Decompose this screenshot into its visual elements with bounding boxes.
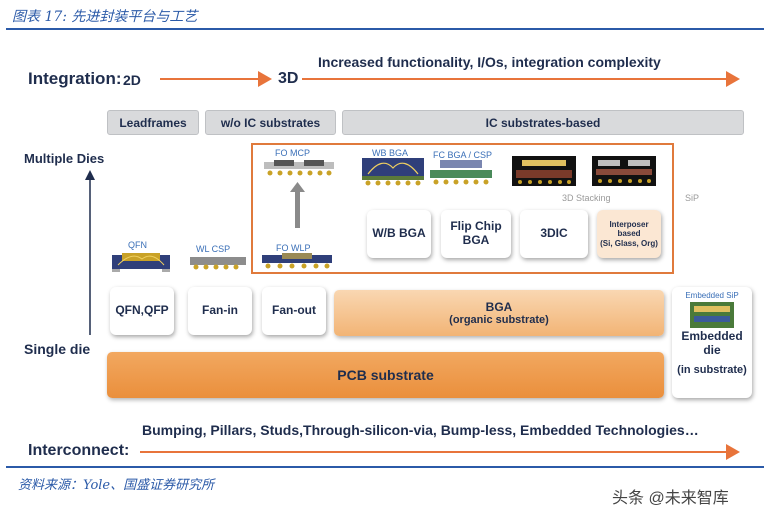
card-interposer-based: Interposer based (Si, Glass, Org) xyxy=(597,210,661,258)
top-divider xyxy=(6,28,764,30)
pkg-label-fo-wlp: FO WLP xyxy=(276,243,311,253)
interconnect-description: Bumping, Pillars, Studs,Through-silicon-… xyxy=(142,422,699,438)
interposer-line-3: (Si, Glass, Org) xyxy=(600,238,658,248)
integration-to: 3D xyxy=(278,70,299,87)
fo-mcp-package-icon xyxy=(264,160,334,176)
card-fan-out: Fan-out xyxy=(262,287,326,335)
wo-ic-substrates-header: w/o IC substrates xyxy=(205,110,336,135)
flip-chip-line-2: BGA xyxy=(462,233,490,247)
interconnect-label: Interconnect: xyxy=(28,442,130,459)
pkg-label-wb-bga: WB BGA xyxy=(372,148,409,158)
pkg-label-qfn: QFN xyxy=(128,240,147,250)
interposer-package-icon xyxy=(592,156,656,186)
bga-label: BGA xyxy=(485,300,513,314)
watermark: 头条 @未来智库 xyxy=(612,490,729,507)
wl-csp-package-icon xyxy=(190,257,246,270)
fc-bga-package-icon xyxy=(430,160,492,185)
pkg-label-fc-bga-csp: FC BGA / CSP xyxy=(433,150,493,160)
leadframes-header: Leadframes xyxy=(107,110,199,135)
integration-label: Integration: xyxy=(28,69,122,88)
card-qfn-qfp: QFN,QFP xyxy=(110,287,174,335)
flip-chip-line-1: Flip Chip xyxy=(450,219,502,234)
source-note: 资料来源：Yole、国盛证券研究所 xyxy=(18,478,215,493)
figure-caption: 图表 17: 先进封装平台与工艺 xyxy=(12,9,198,25)
interposer-line-2: based xyxy=(617,229,641,239)
card-flip-chip-bga: Flip Chip BGA xyxy=(441,210,511,258)
qfn-package-icon xyxy=(112,253,170,272)
3dic-package-icon xyxy=(512,156,576,186)
wb-bga-package-icon xyxy=(362,158,424,186)
integration-description: Increased functionality, I/Os, integrati… xyxy=(318,54,661,70)
card-wb-bga: W/B BGA xyxy=(367,210,431,258)
bottom-divider xyxy=(6,466,764,468)
card-3dic: 3DIC xyxy=(520,210,588,258)
embedded-sip-package-icon xyxy=(690,302,734,329)
embedded-die-line-1: Embedded xyxy=(681,329,743,344)
ic-substrate-frame xyxy=(251,143,674,274)
fo-wlp-package-icon xyxy=(262,253,332,269)
card-fan-in: Fan-in xyxy=(188,287,252,335)
sip-label: SiP xyxy=(685,193,700,203)
single-die-label: Single die xyxy=(24,341,91,357)
embedded-die-card: Embedded SiP Embedded die (in substrate) xyxy=(672,287,752,398)
embedded-sip-label: Embedded SiP xyxy=(685,291,739,300)
multiple-dies-label: Multiple Dies xyxy=(24,151,105,166)
embedded-die-line-2: die xyxy=(703,342,721,357)
bga-sublabel: (organic substrate) xyxy=(449,314,549,326)
bga-organic-substrate-bar: BGA (organic substrate) xyxy=(334,290,664,336)
integration-from: 2D xyxy=(123,72,141,88)
3d-stacking-label: 3D Stacking xyxy=(562,193,611,203)
pkg-label-fo-mcp: FO MCP xyxy=(275,148,310,158)
embedded-die-line-3: (in substrate) xyxy=(677,363,747,376)
ic-substrates-header: IC substrates-based xyxy=(342,110,744,135)
pkg-label-wl-csp: WL CSP xyxy=(196,244,231,254)
pcb-substrate-bar: PCB substrate xyxy=(107,352,664,398)
interposer-line-1: Interposer xyxy=(609,220,649,230)
